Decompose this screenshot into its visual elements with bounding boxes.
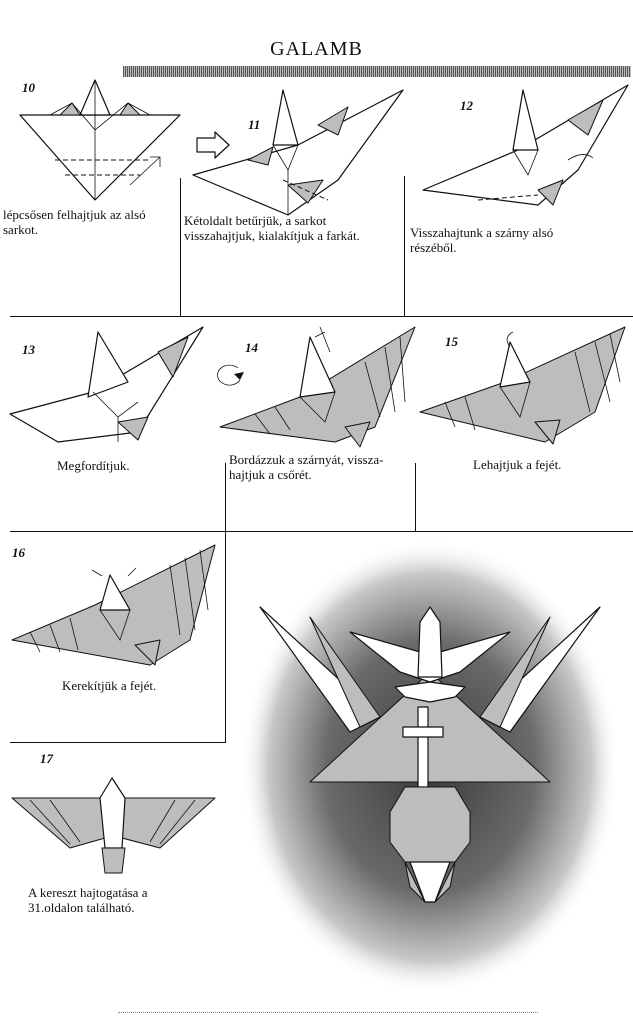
step-11-diagram: [192, 89, 404, 216]
step-10-diagram: [19, 79, 181, 201]
step-number: 14: [245, 340, 258, 355]
step-number: 16: [12, 545, 25, 560]
page-title: GALAMB: [270, 38, 363, 60]
divider-line: [225, 531, 226, 743]
step-number: 15: [445, 334, 458, 349]
step-13-diagram: [9, 326, 204, 443]
step-number: 11: [248, 117, 261, 132]
divider-line: [180, 178, 181, 316]
step-caption: Bordázzuk a szárnyát, vissza- hajtjuk a …: [229, 452, 384, 482]
step-15-diagram: [419, 326, 626, 445]
step-14-diagram: [219, 326, 416, 448]
title-underline-bar: [123, 66, 631, 77]
divider-line: [10, 742, 225, 743]
step-number: 12: [460, 98, 473, 113]
divider-line: [225, 463, 226, 531]
step-caption: lépcsősen felhajtjuk az alsó sarkot.: [3, 207, 146, 237]
divider-line: [10, 316, 633, 317]
final-dove-cross-illustration: [240, 539, 620, 995]
step-number: 10: [22, 80, 35, 95]
divider-line: [10, 531, 633, 532]
rotate-icon: [217, 364, 244, 386]
step-caption: Megfordítjuk.: [57, 458, 130, 473]
step-caption: A kereszt hajtogatása a 31.oldalon talál…: [28, 885, 148, 915]
step-number: 17: [40, 751, 53, 766]
step-number: 13: [22, 342, 35, 357]
step-12-diagram: [422, 84, 629, 206]
step-caption: Lehajtjuk a fejét.: [473, 457, 562, 472]
step-caption: Visszahajtunk a szárny alsó részéből.: [410, 225, 554, 255]
divider-line: [415, 463, 416, 531]
step-17-diagram: [11, 777, 216, 874]
step-caption: Kerekítjük a fejét.: [62, 678, 157, 693]
step-caption: Kétoldalt betűrjük, a sarkot visszahajtj…: [184, 213, 360, 243]
step-16-diagram: [11, 544, 216, 666]
arrow-icon: [196, 131, 230, 159]
page-footer-rule: [118, 1012, 538, 1014]
divider-line: [404, 176, 405, 316]
